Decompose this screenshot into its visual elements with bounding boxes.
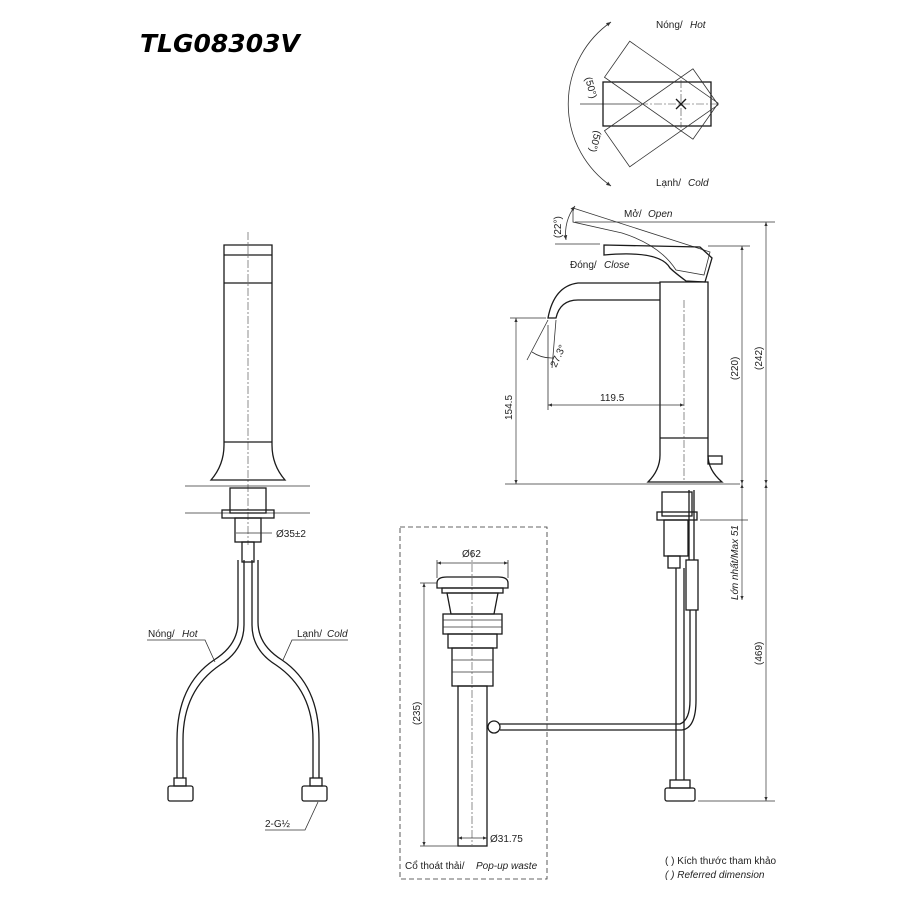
front-cold-vi: Lạnh/: [297, 629, 322, 640]
lever-open: [572, 207, 711, 276]
max-thickness: Lớn nhất/Max 51: [729, 525, 741, 600]
cold-angle: (50°): [586, 129, 602, 153]
handle-hot-position: [603, 68, 719, 168]
thread-size: 2-G½: [265, 819, 291, 830]
hole-dia: Ø35±2: [276, 529, 306, 540]
front-hot-en: Hot: [182, 629, 199, 640]
cold-nut: [301, 785, 328, 802]
lever-close: [603, 244, 713, 283]
handle-cold-position: [603, 40, 719, 140]
hot-label-en: Hot: [690, 20, 707, 31]
cold-hose: [251, 560, 314, 778]
legend-line-2: ( ) Referred dimension: [665, 870, 765, 881]
open-label-en: Open: [648, 209, 673, 220]
handle-top-view: [567, 21, 720, 187]
spout: [547, 282, 660, 319]
spout-reach: 119.5: [600, 393, 625, 404]
height-242: (242): [754, 347, 765, 370]
height-220: (220): [730, 357, 741, 380]
waste-box: [399, 526, 548, 880]
side-body: [646, 281, 724, 483]
hot-nut: [167, 785, 194, 802]
waste-length: (235): [412, 702, 423, 725]
spout-angle: 27.3°: [549, 343, 569, 369]
hot-angle: (50°): [582, 76, 598, 100]
waste-top-dia: Ø62: [462, 549, 481, 560]
front-cold-en: Cold: [327, 629, 348, 640]
front-view: [147, 232, 348, 831]
close-label-en: Close: [604, 260, 630, 271]
open-label-vi: Mở/: [624, 208, 642, 220]
front-body: [209, 244, 287, 481]
lever-angle: (22°): [553, 216, 564, 238]
front-hot-vi: Nóng/: [148, 629, 175, 640]
tailpipe: [457, 685, 488, 847]
waste-cap: [436, 576, 509, 589]
cold-label-en: Cold: [688, 178, 709, 189]
side-view: [500, 205, 775, 802]
close-label-vi: Đóng/: [570, 260, 597, 271]
model-title: TLG08303V: [140, 29, 301, 58]
legend-line-1: ( ) Kích thước tham khảo: [665, 856, 777, 867]
waste-label-en: Pop-up waste: [476, 861, 538, 872]
waste-label-vi: Cổ thoát thải/: [405, 860, 465, 872]
hot-hose: [182, 560, 245, 778]
waste-bottom-dia: Ø31.75: [490, 834, 523, 845]
spout-height: 154.5: [504, 395, 515, 420]
rotation-arc: [567, 21, 612, 187]
hot-label-vi: Nóng/: [656, 20, 683, 31]
popup-waste: [399, 526, 548, 880]
height-469: (469): [754, 642, 765, 665]
cold-label-vi: Lạnh/: [656, 178, 681, 189]
